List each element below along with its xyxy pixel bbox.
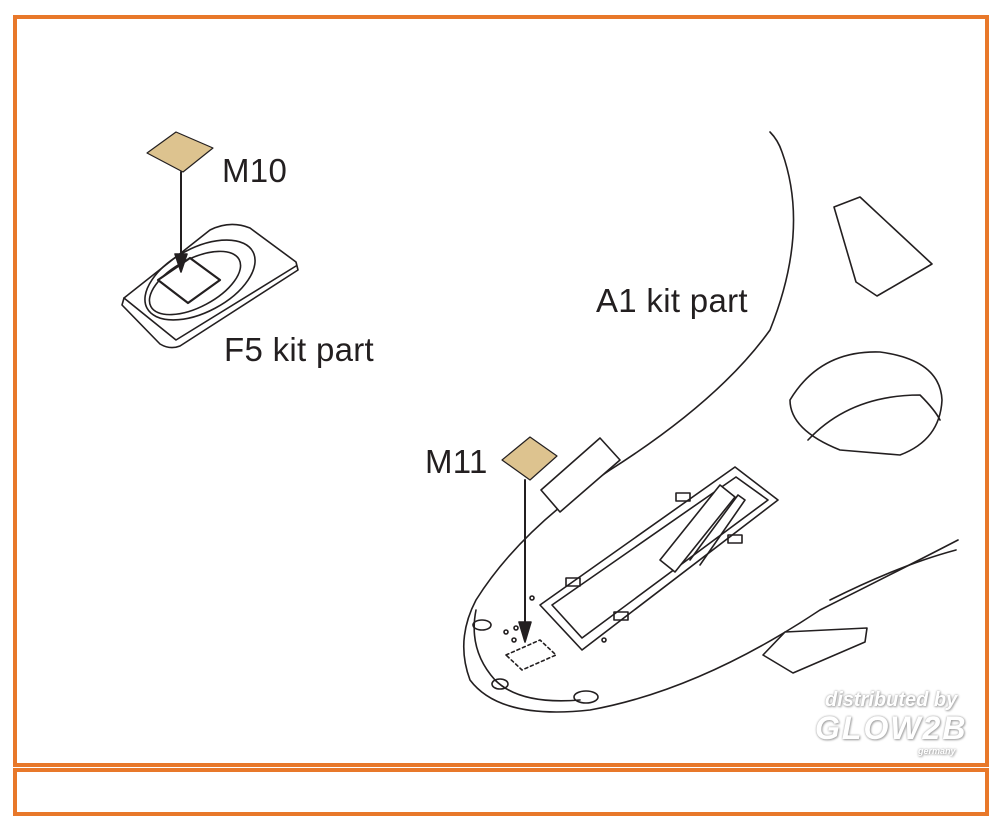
a1-kit-part <box>462 131 959 713</box>
assembly-diagram <box>121 131 959 713</box>
f5-kit-part <box>121 223 299 349</box>
label-f5-kit-part: F5 kit part <box>224 331 375 368</box>
instruction-frame <box>13 15 989 767</box>
watermark-country: germany <box>918 746 956 756</box>
watermark-logo: GLOW2B <box>815 710 968 746</box>
m10-part <box>146 131 214 173</box>
label-m11: M11 <box>425 443 488 480</box>
label-a1-kit-part: A1 kit part <box>596 282 748 319</box>
m11-part <box>501 436 558 481</box>
watermark-distributed-by: distributed by <box>825 689 958 711</box>
arrow-m11 <box>518 479 532 643</box>
arrow-m10 <box>174 171 188 273</box>
label-m10: M10 <box>222 152 288 189</box>
